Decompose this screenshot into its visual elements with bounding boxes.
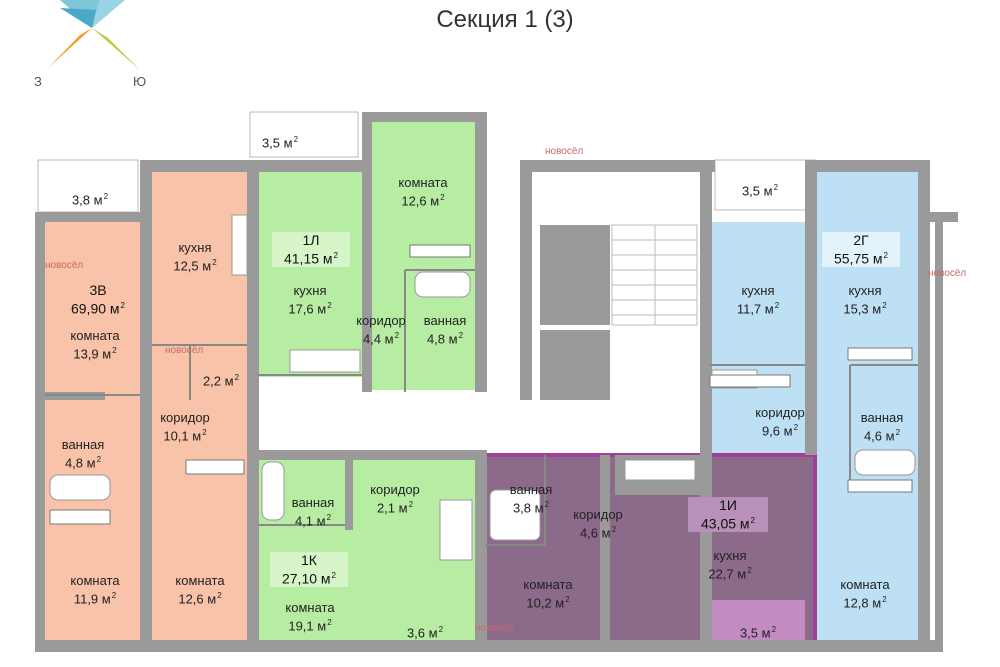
- apartment-2g-area: [710, 222, 815, 450]
- watermark: новосёл: [928, 268, 967, 279]
- apartment-1l-area: [258, 172, 363, 377]
- apartment-1k-tag: 1К 27,10 м2: [270, 552, 348, 587]
- balcony-label: 3,5 м2: [261, 135, 299, 151]
- balcony-label: 3,6 м2: [406, 625, 444, 641]
- room-label: 2,2 м2: [202, 373, 240, 389]
- compass-icon: [48, 0, 140, 70]
- balcony-label: 3,5 м2: [739, 625, 777, 641]
- balcony-label: 3,8 м2: [71, 192, 109, 208]
- watermark: новосёл: [165, 345, 204, 356]
- page-title: Секция 1 (3): [436, 6, 574, 33]
- balcony-label: 3,5 м2: [741, 183, 779, 199]
- compass-west-label: З: [34, 74, 42, 89]
- compass-south-label: Ю: [133, 74, 147, 89]
- watermark: новосёл: [545, 146, 584, 157]
- apartment-1l-tag: 1Л 41,15 м2: [272, 232, 350, 267]
- apartment-1i-tag: 1И 43,05 м2: [688, 497, 768, 532]
- apartment-2g-tag: 2Г 55,75 м2: [822, 232, 900, 267]
- apartment-3v-tag: 3В 69,90 м2: [70, 282, 125, 317]
- watermark: новосёл: [45, 260, 84, 271]
- watermark: новосёл: [475, 623, 514, 634]
